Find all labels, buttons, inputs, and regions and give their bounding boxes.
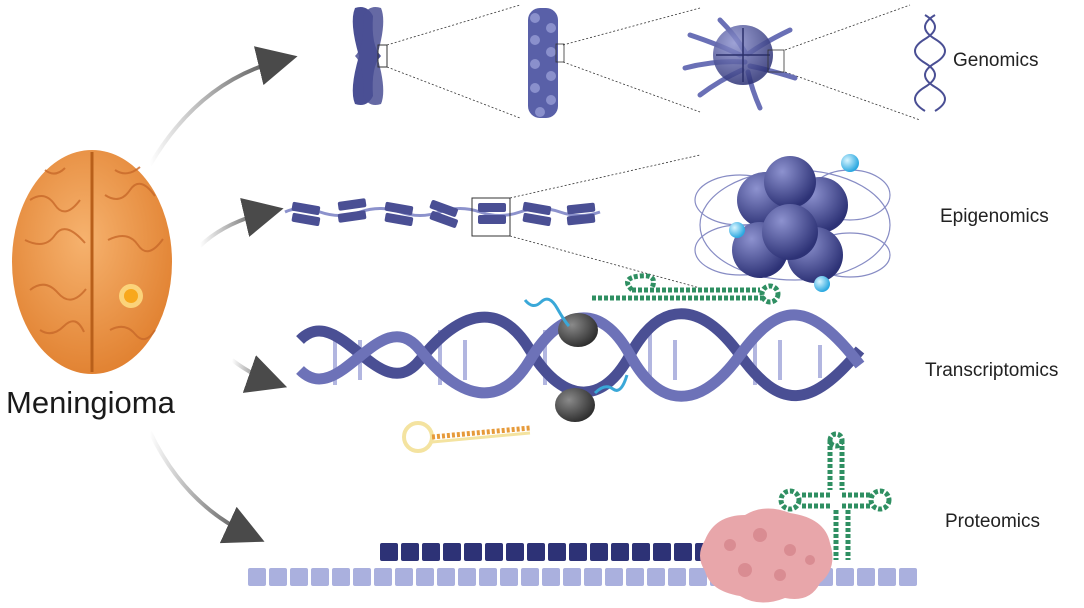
rna-polymerase-icon [555, 313, 598, 422]
ribosome-protein-icon [700, 508, 832, 602]
arrow-proteomics [150, 432, 250, 535]
arrow-genomics [150, 60, 282, 165]
arrow-epigenomics [200, 212, 268, 246]
dna-helix-icon [915, 15, 945, 111]
arrow-transcriptomics [232, 360, 272, 382]
orange-hairpin-rna [404, 423, 530, 451]
nucleosome-icon [685, 20, 795, 108]
label-proteomics: Proteomics [945, 511, 1040, 533]
arrows [150, 60, 282, 535]
chromosome-icon [353, 7, 384, 105]
amino-acid-chain [380, 543, 734, 561]
chromatin-fiber [285, 198, 600, 228]
brain-icon [12, 150, 172, 374]
main-label: Meningioma [6, 385, 175, 421]
label-epigenomics: Epigenomics [940, 206, 1049, 228]
histone-octamer-icon [695, 154, 890, 292]
green-hairpin-rna [592, 276, 778, 302]
tumor-icon [119, 284, 143, 308]
label-transcriptomics: Transcriptomics [925, 360, 1058, 382]
label-genomics: Genomics [953, 50, 1039, 72]
chromatin-icon [528, 8, 558, 118]
